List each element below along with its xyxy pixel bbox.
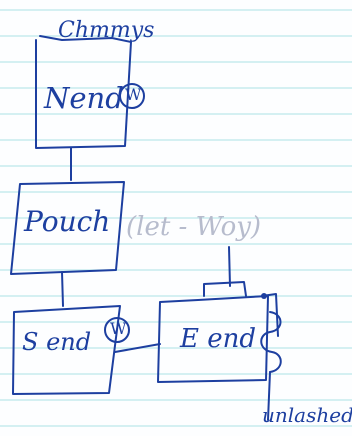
edge-send-eend xyxy=(114,343,161,353)
node-send-box xyxy=(12,305,121,395)
node-nend-box xyxy=(35,35,132,149)
nend-badge-circle xyxy=(119,83,145,109)
annotation-top: Chmmys xyxy=(58,18,155,43)
node-nend-badge: W xyxy=(125,85,142,104)
node-send-label: S end xyxy=(22,328,92,356)
eend-top-bracket xyxy=(203,281,247,297)
annotation-bottom: unlashed xyxy=(262,403,352,427)
ruled-lines xyxy=(0,9,352,427)
eend-top-stem xyxy=(228,246,231,287)
eend-corner-dot xyxy=(261,293,267,299)
unlashed-line xyxy=(267,371,271,421)
edge-pouch-send xyxy=(61,271,64,307)
node-eend-label: E end xyxy=(180,324,257,354)
eend-side-coil xyxy=(260,311,282,373)
node-pouch-box xyxy=(10,181,125,275)
send-badge-circle xyxy=(104,317,130,343)
faint-text: (let - Woy) xyxy=(126,212,262,242)
node-send-badge: W xyxy=(110,319,127,338)
node-eend-box xyxy=(157,295,269,383)
node-nend-label: Nend xyxy=(44,81,124,115)
node-pouch-label: Pouch xyxy=(24,205,111,238)
